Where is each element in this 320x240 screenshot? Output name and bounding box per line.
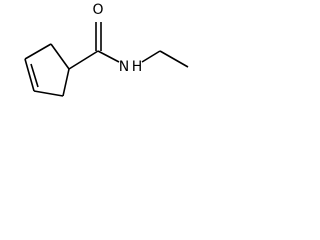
nitrogen-atom-label: N bbox=[119, 59, 129, 75]
bond-nitrogen-to-ch2 bbox=[141, 50, 161, 63]
bond-ring-c1-c2 bbox=[50, 43, 70, 70]
bond-carbonyl-to-nitrogen bbox=[97, 50, 120, 63]
bond-ring-c2-c3 bbox=[24, 43, 52, 60]
amide-hydrogen-label: H bbox=[132, 59, 143, 75]
bond-ring-c5-c1 bbox=[62, 68, 70, 97]
bond-ring-c3-c4-double-inner bbox=[30, 63, 39, 88]
cyclopentene-ring bbox=[24, 43, 70, 97]
molecule-structure-svg: O N H bbox=[24, 2, 189, 97]
bond-ring-c3-c4 bbox=[24, 58, 35, 92]
bond-ring-c4-c5 bbox=[33, 90, 64, 97]
structure-canvas: O N H bbox=[0, 0, 210, 121]
ethyl-group bbox=[141, 50, 189, 68]
carboxamide-group bbox=[68, 22, 120, 70]
bond-ch2-to-ch3 bbox=[159, 50, 189, 68]
bond-ring-to-carbonyl bbox=[68, 50, 99, 70]
oxygen-atom-label: O bbox=[92, 2, 103, 18]
